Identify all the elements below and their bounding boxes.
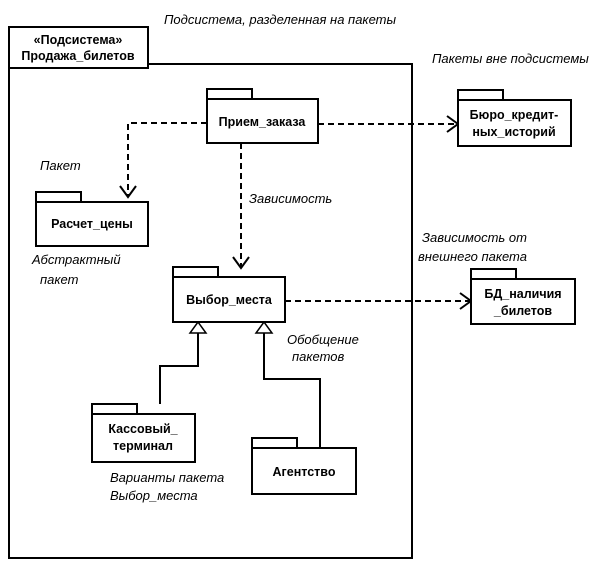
package-ticketdb-label-line1: БД_наличия — [484, 287, 561, 301]
note-generalization-line1: Обобщение — [287, 332, 359, 347]
package-seat-label: Выбор_места — [186, 293, 273, 307]
note-external-dep-line2: внешнего пакета — [418, 249, 527, 264]
package-price-label: Расчет_цены — [51, 217, 133, 231]
subsystem-frame — [8, 63, 413, 559]
arrowhead-seat — [232, 256, 250, 270]
package-ticketdb-label-line2: _билетов — [493, 304, 553, 318]
package-order-label: Прием_заказа — [219, 115, 307, 129]
generalization-triangle-agency — [254, 320, 274, 334]
note-abstract-line1: Абстрактный — [31, 252, 121, 267]
generalization-triangle-terminal — [188, 320, 208, 334]
note-subsystem: Подсистема, разделенная на пакеты — [164, 12, 396, 27]
note-dependency: Зависимость — [249, 191, 332, 206]
note-outside-packages: Пакеты вне подсистемы — [432, 51, 589, 66]
generalization-agency — [263, 332, 321, 448]
package-agency: Агентство — [251, 437, 357, 495]
note-package: Пакет — [40, 158, 81, 173]
subsystem-name: Продажа_билетов — [21, 49, 134, 63]
package-credit-bureau: Бюро_кредит- ных_историй — [457, 89, 572, 147]
arrowhead-price — [119, 185, 137, 199]
package-terminal-label-line1: Кассовый_ — [108, 422, 178, 436]
package-ticket-db: БД_наличия _билетов — [470, 268, 576, 325]
generalization-terminal — [159, 332, 199, 404]
package-credit-label-line2: ных_историй — [472, 125, 555, 139]
package-price: Расчет_цены — [35, 191, 149, 247]
note-abstract-line2: пакет — [40, 272, 79, 287]
package-seat: Выбор_места — [172, 266, 286, 323]
dependency-order-to-price — [127, 122, 207, 196]
note-variants-line1: Варианты пакета — [110, 470, 224, 485]
package-credit-label-line1: Бюро_кредит- — [470, 108, 559, 122]
package-agency-label: Агентство — [273, 465, 336, 479]
note-generalization-line2: пакетов — [292, 349, 345, 364]
package-terminal-label-line2: терминал — [113, 439, 173, 453]
note-external-dep-line1: Зависимость от — [422, 230, 527, 245]
subsystem-name-box — [8, 26, 149, 69]
subsystem-stereotype: «Подсистема» — [34, 33, 123, 47]
note-variants-line2: Выбор_места — [110, 488, 198, 503]
package-order: Прием_заказа — [206, 88, 319, 144]
package-terminal: Кассовый_ терминал — [91, 403, 196, 463]
